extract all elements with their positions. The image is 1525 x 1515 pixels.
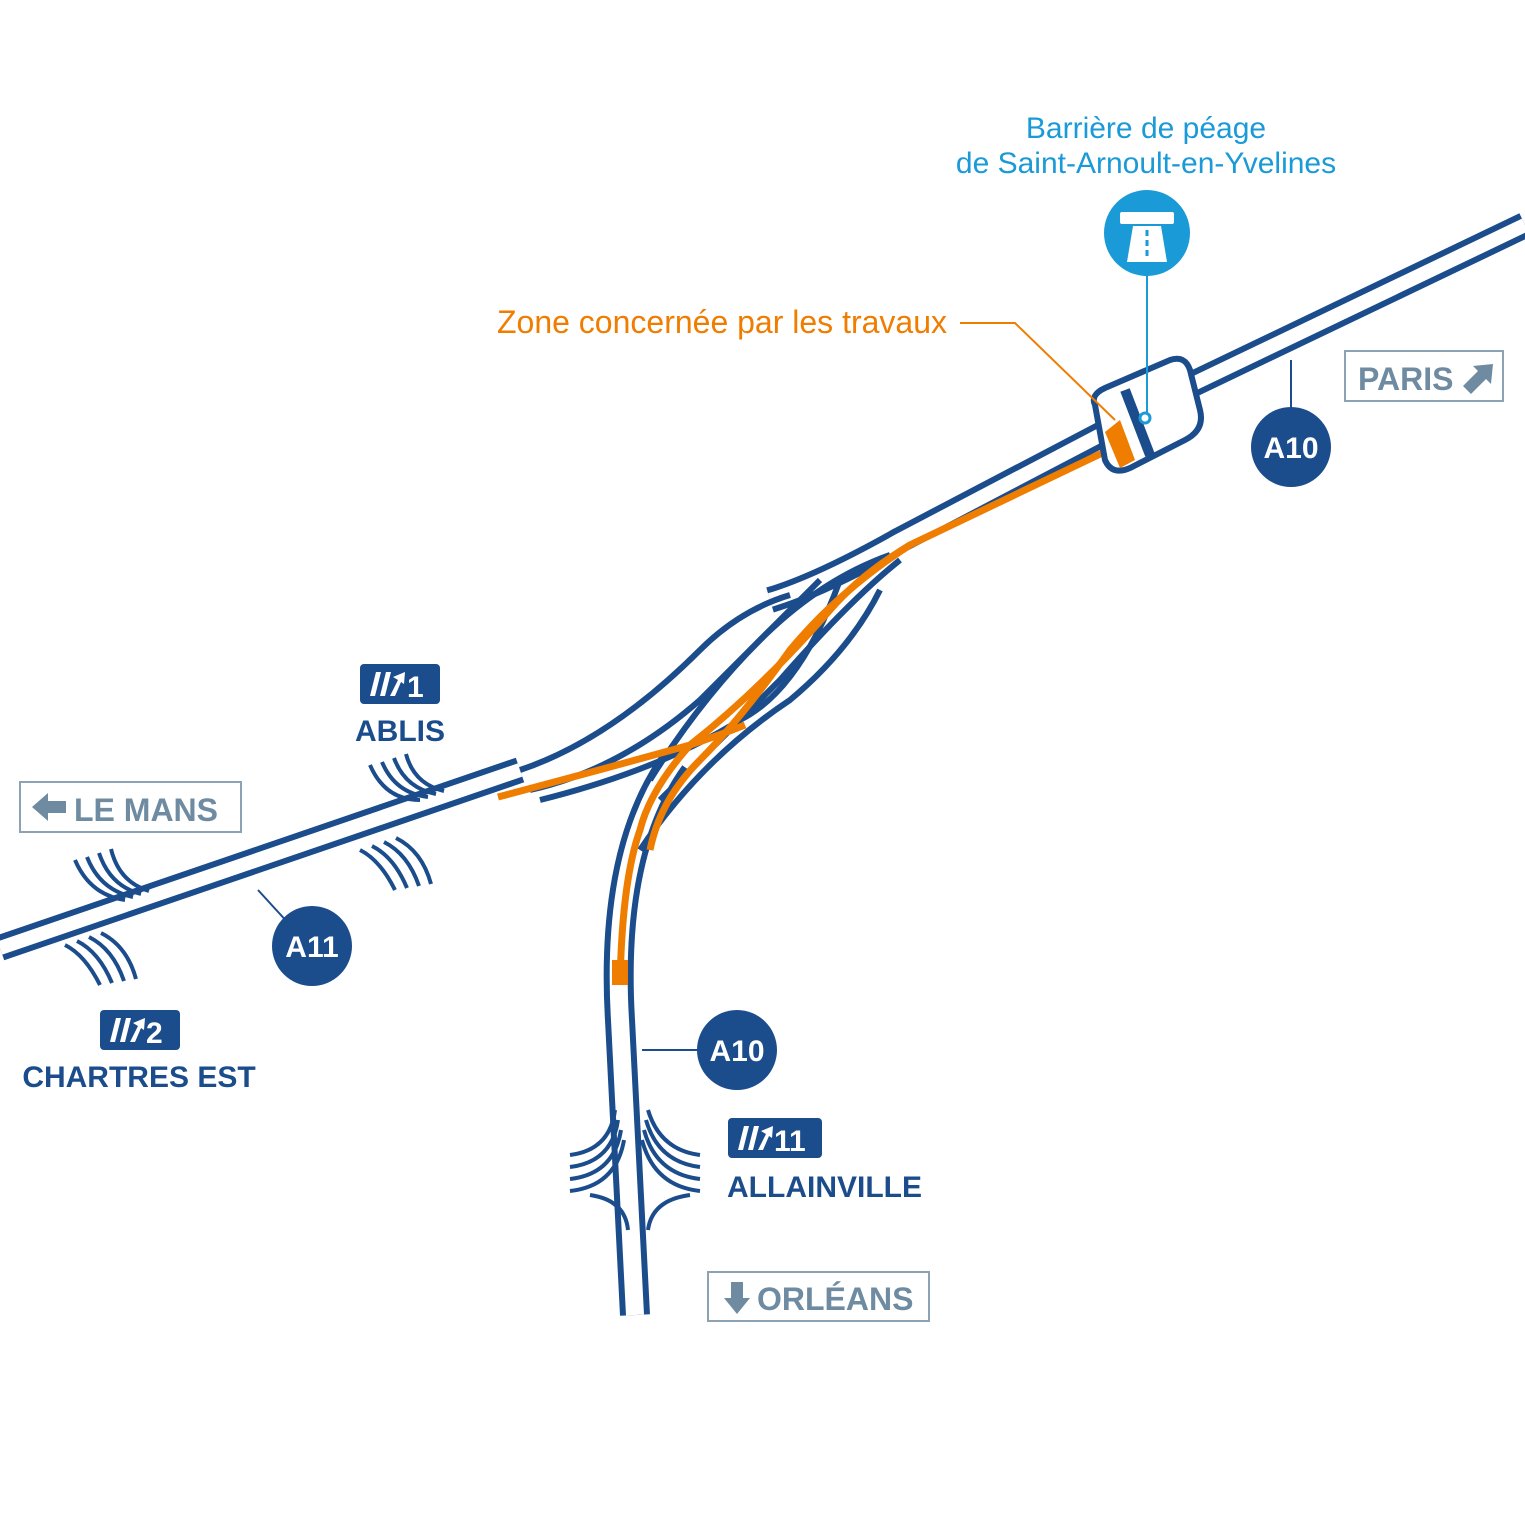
exit-1-interchange [359,753,445,891]
toll-plaza [1090,355,1204,474]
direction-sign-le-mans: LE MANS [19,781,242,833]
exit-label-1: 1 ABLIS [355,664,445,748]
exit-11-number: 11 [774,1125,806,1158]
route-shield-a10-north-text: A10 [1263,432,1318,465]
exit-11-name: ALLAINVILLE [727,1171,922,1204]
exit-11-interchange [569,1109,701,1231]
works-zone-label: Zone concernée par les travaux [497,304,947,340]
toll-gate-icon [1104,190,1190,276]
route-shield-a10-north: A10 [1251,407,1331,487]
exit-icon [370,672,405,696]
arrow-up-right-icon [1463,364,1493,394]
direction-sign-le-mans-text: LE MANS [74,792,218,828]
toll-barrier-label-group: Barrière de péage de Saint-Arnoult-en-Yv… [956,112,1336,276]
arrow-left-icon [32,793,66,821]
toll-barrier-label-line1: Barrière de péage [1026,112,1266,145]
direction-sign-orleans: ORLÉANS [707,1271,930,1322]
works-zone-end [612,960,628,985]
route-shield-a10-south: A10 [697,1010,777,1090]
works-zone-path [497,431,1142,986]
exit-icon [110,1018,145,1042]
road-network [0,213,1525,1316]
route-shield-a11: A11 [272,906,352,986]
route-shield-a10-south-text: A10 [709,1035,764,1068]
direction-sign-paris-text: PARIS [1358,361,1453,397]
works-leader-line [960,322,1116,421]
exit-2-interchange [64,848,150,986]
exit-1-number: 1 [407,671,424,704]
exit-label-11: 11 ALLAINVILLE [727,1118,922,1204]
direction-sign-paris: PARIS [1344,350,1504,402]
exit-label-2: 2 CHARTRES EST [22,1010,256,1094]
direction-sign-orleans-text: ORLÉANS [757,1281,913,1317]
interchange-ramps [519,552,902,852]
exit-icon [738,1126,773,1150]
route-shield-a11-text: A11 [285,931,338,964]
exit-2-number: 2 [146,1017,163,1050]
arrow-down-icon [724,1282,750,1314]
toll-barrier-label-line2: de Saint-Arnoult-en-Yvelines [956,147,1336,180]
a11-road [0,757,525,961]
exit-2-name: CHARTRES EST [22,1061,255,1094]
exit-1-name: ABLIS [355,715,445,748]
